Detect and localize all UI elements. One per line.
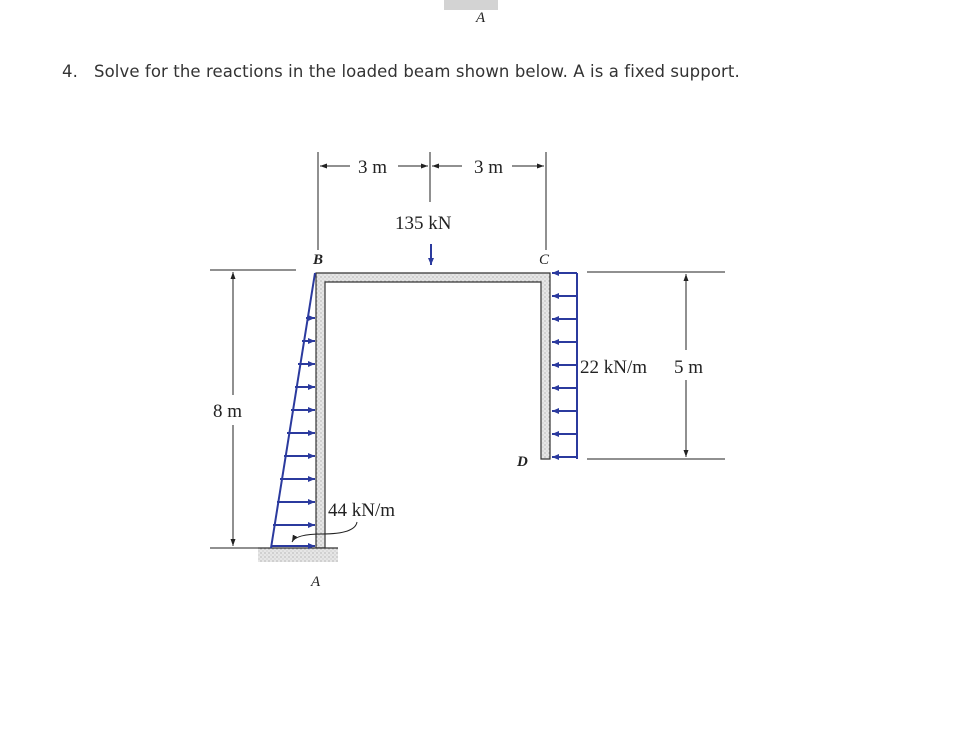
fixed-support-ground bbox=[258, 548, 338, 562]
right-distributed-load bbox=[552, 270, 578, 460]
top-cropped-label: A bbox=[476, 10, 486, 26]
question-number: 4. bbox=[62, 62, 78, 81]
height-CD-label: 5 m bbox=[674, 357, 703, 378]
left-load-label: 44 kN/m bbox=[328, 500, 395, 521]
right-load-label: 22 kN/m bbox=[580, 357, 647, 378]
label-D: D bbox=[516, 454, 528, 470]
frame bbox=[315, 272, 551, 549]
question-text: 4. Solve for the reactions in the loaded … bbox=[62, 62, 740, 81]
height-AB-label: 8 m bbox=[213, 401, 242, 422]
left-distributed-load bbox=[270, 272, 316, 549]
left-load-leader bbox=[291, 521, 358, 543]
label-A: A bbox=[310, 574, 321, 590]
label-C: C bbox=[539, 252, 550, 268]
dim-right-span: 3 m bbox=[474, 157, 503, 178]
dim-left-span: 3 m bbox=[358, 157, 387, 178]
top-cropped-bar bbox=[444, 0, 498, 10]
right-height-dimension bbox=[587, 271, 725, 460]
label-B: B bbox=[312, 252, 323, 268]
point-load-label: 135 kN bbox=[395, 213, 452, 234]
question-body: Solve for the reactions in the loaded be… bbox=[94, 62, 740, 81]
left-height-dimension bbox=[210, 269, 296, 549]
top-dimension bbox=[317, 152, 547, 250]
